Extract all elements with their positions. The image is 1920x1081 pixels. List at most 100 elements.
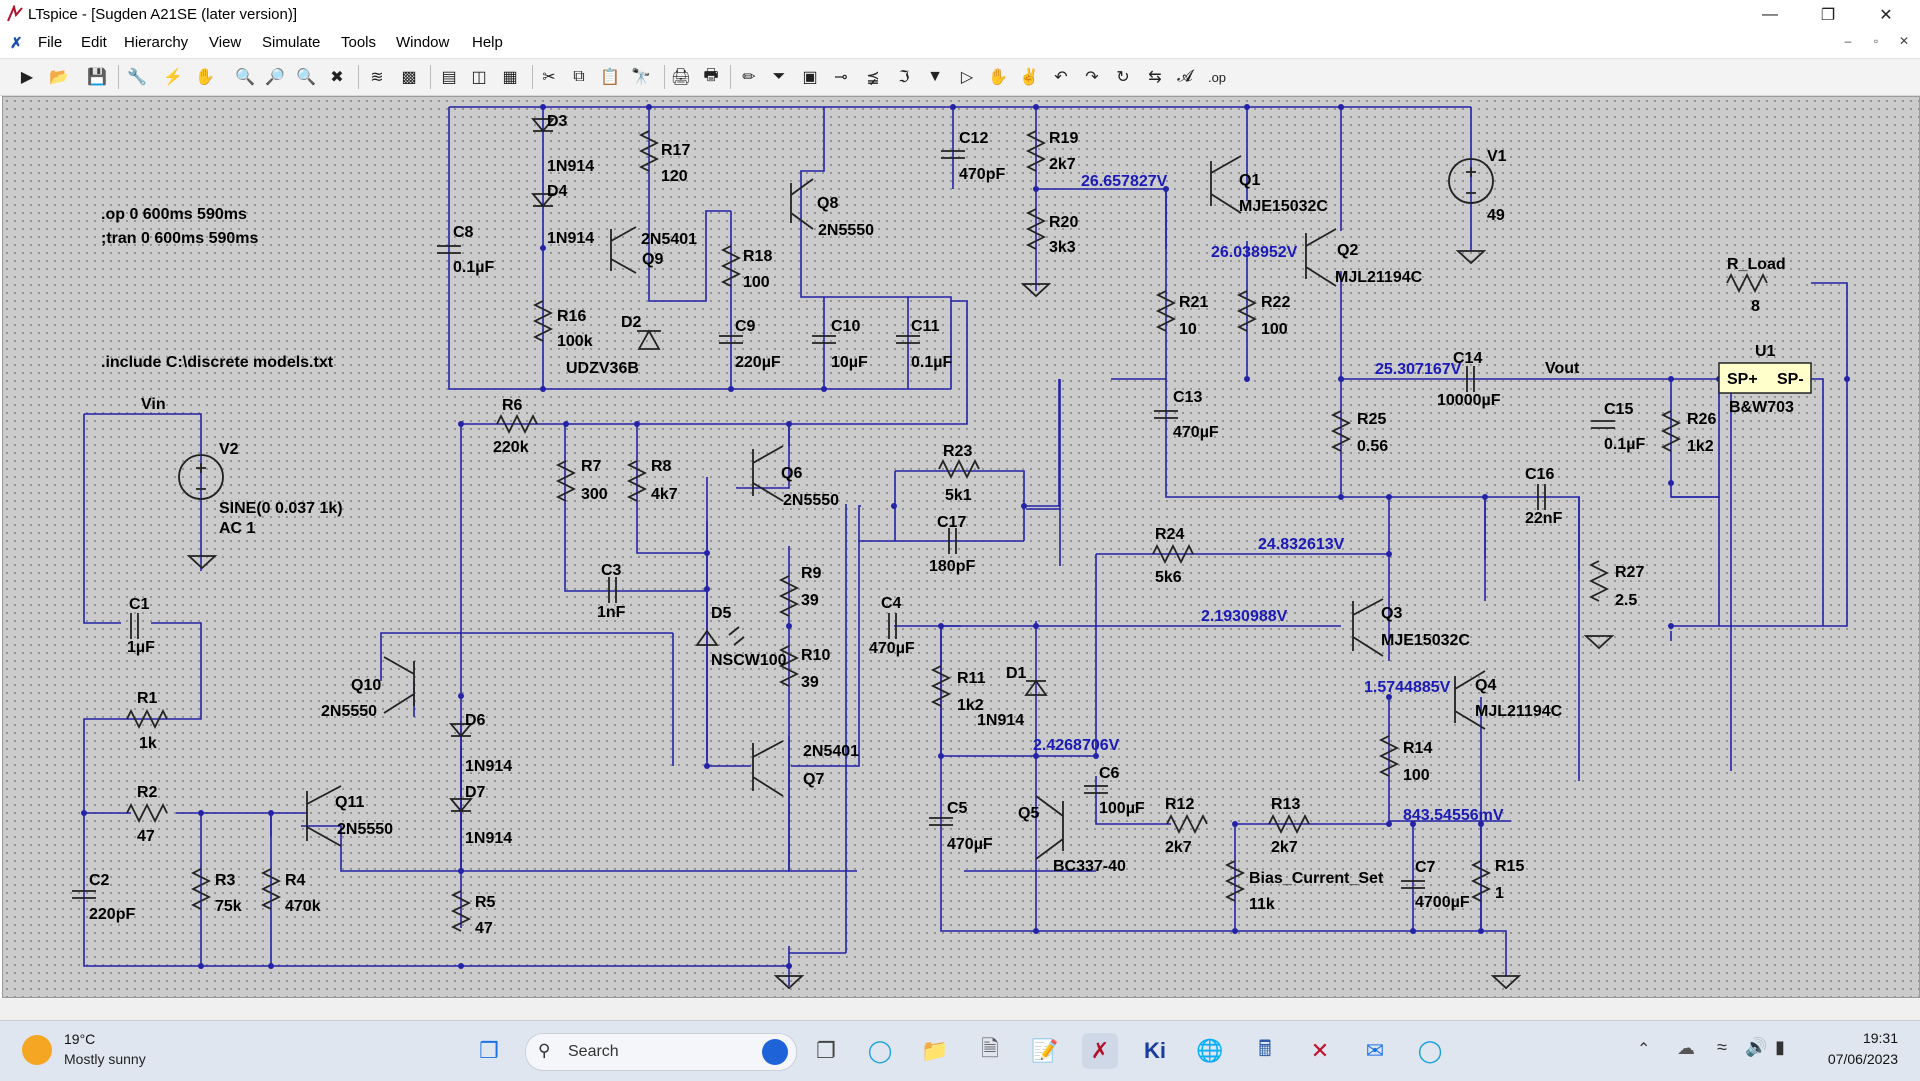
- schematic-canvas[interactable]: .op 0 600ms 590ms ;tran 0 600ms 590ms .i…: [2, 96, 1920, 998]
- spice-directive-icon[interactable]: .op: [1207, 69, 1227, 85]
- copy-icon[interactable]: ⧉: [573, 68, 585, 85]
- run-icon[interactable]: ▶: [20, 69, 34, 86]
- print-setup-icon[interactable]: 🖨: [670, 69, 692, 86]
- weather-description[interactable]: Mostly sunny: [64, 1051, 146, 1067]
- minimize-button[interactable]: —: [1762, 6, 1778, 23]
- component-value: MJE15032C: [1239, 198, 1328, 215]
- find-icon[interactable]: 🔭: [631, 69, 651, 86]
- kicad-icon[interactable]: Ki: [1144, 1038, 1166, 1063]
- resistor-icon[interactable]: ⊸: [834, 69, 848, 86]
- menu-file[interactable]: File: [38, 34, 63, 51]
- mdi-document-icon[interactable]: ✗: [10, 35, 23, 52]
- redo-icon[interactable]: ↷: [1085, 69, 1099, 86]
- move-icon[interactable]: ✋: [988, 69, 1008, 86]
- capacitor-c11-symbol: [896, 335, 920, 344]
- tile-horizontal-icon[interactable]: ▤: [441, 69, 457, 86]
- open-icon[interactable]: 📂: [49, 69, 69, 86]
- mdi-close-button[interactable]: ✕: [1898, 34, 1910, 48]
- tile-vertical-icon[interactable]: ▦: [502, 69, 518, 86]
- draw-wire-icon[interactable]: ✏: [742, 69, 756, 86]
- pan-hand-icon[interactable]: ✋: [195, 69, 215, 86]
- component-label: R5: [475, 894, 496, 911]
- start-icon[interactable]: ❒: [479, 1038, 499, 1063]
- resistor-rload-symbol: [1726, 272, 1768, 294]
- undo-icon[interactable]: ↶: [1054, 69, 1068, 86]
- component-label: R13: [1271, 796, 1300, 813]
- zoom-in-icon[interactable]: 🔍: [235, 69, 255, 86]
- component-value: 47: [137, 828, 155, 845]
- browser-icon[interactable]: 🌐: [1196, 1038, 1224, 1063]
- chevron-up-icon[interactable]: ⌃: [1637, 1041, 1651, 1058]
- menu-window[interactable]: Window: [396, 34, 450, 51]
- notepad-icon[interactable]: 📝: [1031, 1038, 1059, 1063]
- save-icon[interactable]: 💾: [87, 69, 107, 86]
- calculator-icon[interactable]: 🖩: [1258, 1036, 1272, 1061]
- zoom-out-icon[interactable]: 🔍: [296, 69, 316, 86]
- rotate-icon[interactable]: ↻: [1116, 69, 1130, 86]
- menu-help[interactable]: Help: [472, 34, 503, 51]
- menu-tools[interactable]: Tools: [341, 34, 377, 51]
- bing-icon[interactable]: [762, 1039, 788, 1065]
- edge-icon[interactable]: ◯: [867, 1038, 893, 1063]
- wifi-icon[interactable]: ≈: [1717, 1037, 1727, 1057]
- file-explorer-icon[interactable]: 📁: [921, 1038, 949, 1063]
- cascade-icon[interactable]: ◫: [471, 69, 487, 86]
- mail-icon[interactable]: ✉: [1365, 1038, 1385, 1063]
- document-icon[interactable]: 🗎: [981, 1036, 999, 1061]
- restore-button[interactable]: ❐: [1820, 7, 1836, 24]
- inductor-icon[interactable]: ℑ: [898, 69, 910, 86]
- close-button[interactable]: ✕: [1879, 7, 1893, 24]
- mdi-restore-button[interactable]: ▫: [1873, 34, 1879, 48]
- ltspice-taskbar-icon[interactable]: ✗: [1082, 1033, 1118, 1069]
- waveform-icon[interactable]: ≋: [370, 69, 384, 86]
- edge-browser-icon[interactable]: ◯: [1417, 1038, 1443, 1063]
- component-value: 2k7: [1049, 156, 1076, 173]
- text-icon[interactable]: 𝓐: [1177, 68, 1193, 85]
- capacitor-c2-symbol: [72, 890, 96, 899]
- search-box[interactable]: ⚲ Search: [525, 1033, 797, 1071]
- ground-icon[interactable]: ⏷: [772, 68, 786, 85]
- transistor-q10-symbol: [383, 656, 415, 714]
- control-panel-icon[interactable]: 🔧: [127, 69, 147, 86]
- clock-date[interactable]: 07/06/2023: [1827, 1051, 1898, 1067]
- menu-simulate[interactable]: Simulate: [262, 34, 321, 51]
- resistor-r23-symbol: [938, 458, 980, 480]
- autorange-icon[interactable]: ▩: [401, 69, 417, 86]
- clock-time[interactable]: 19:31: [1862, 1030, 1898, 1046]
- menu-view[interactable]: View: [209, 34, 242, 51]
- weather-icon[interactable]: [22, 1035, 52, 1065]
- resistor-r14-symbol: [1378, 735, 1400, 777]
- zoom-area-icon[interactable]: 🔎: [265, 69, 285, 86]
- component-label: D1: [1006, 665, 1027, 682]
- drag-icon[interactable]: ✌: [1019, 69, 1039, 86]
- task-view-icon[interactable]: ❐: [816, 1038, 836, 1063]
- volume-icon[interactable]: 🔊: [1745, 1037, 1768, 1057]
- diode-icon[interactable]: ▼: [927, 68, 943, 85]
- menu-hierarchy[interactable]: Hierarchy: [124, 34, 189, 51]
- weather-temperature[interactable]: 19°C: [64, 1031, 96, 1047]
- mirror-icon[interactable]: ⇆: [1148, 69, 1162, 86]
- xilinx-icon[interactable]: ✕: [1310, 1038, 1330, 1063]
- component-value: 10µF: [831, 354, 868, 371]
- component-label: R26: [1687, 411, 1716, 428]
- halt-icon[interactable]: ⚡: [163, 69, 183, 86]
- component-value: 1k: [139, 735, 157, 752]
- op-directive[interactable]: .op 0 600ms 590ms: [101, 206, 247, 223]
- zoom-fit-icon[interactable]: ✖: [330, 69, 344, 86]
- capacitor-c14-symbol: [1466, 366, 1475, 392]
- onedrive-icon[interactable]: ☁: [1677, 1038, 1695, 1058]
- battery-icon[interactable]: ▮: [1775, 1037, 1785, 1057]
- ground-symbol: [1583, 635, 1615, 650]
- label-net-icon[interactable]: ▣: [802, 69, 818, 86]
- component-icon[interactable]: ▷: [960, 69, 974, 86]
- cut-icon[interactable]: ✂: [542, 69, 556, 86]
- print-icon[interactable]: 🖶: [703, 66, 719, 84]
- component-value: 470µF: [869, 640, 915, 657]
- paste-icon[interactable]: 📋: [600, 69, 620, 86]
- voltage-source-v1-symbol: [1448, 158, 1494, 204]
- tran-directive[interactable]: ;tran 0 600ms 590ms: [101, 230, 259, 247]
- menu-edit[interactable]: Edit: [81, 34, 107, 51]
- mdi-minimize-button[interactable]: –: [1844, 34, 1852, 48]
- include-directive[interactable]: .include C:\discrete models.txt: [101, 354, 334, 371]
- capacitor-icon[interactable]: ⪵: [866, 69, 880, 86]
